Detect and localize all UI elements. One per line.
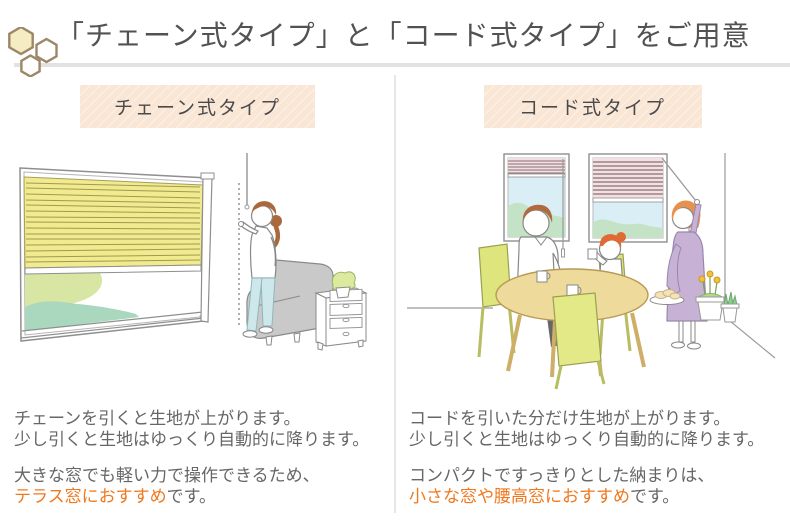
wall-corner	[724, 153, 776, 359]
column-divider	[394, 75, 396, 513]
columns: チェーン式タイプ	[0, 75, 790, 507]
page-title: 「チェーン式タイプ」と「コード式タイプ」をご用意	[56, 20, 751, 51]
chair-front	[552, 292, 606, 390]
recommend-highlight: 小さな窓や腰高窓におすすめ	[409, 487, 630, 506]
woman-pulling-chain	[238, 201, 282, 338]
drawer-chest	[314, 271, 368, 351]
column-chain-type: チェーン式タイプ	[0, 75, 395, 507]
window-shade-lowered	[588, 153, 697, 243]
desc-line: コードを引いた分だけ生地が上がります。	[409, 409, 731, 428]
desc-suffix: です。	[630, 487, 680, 506]
column-cord-type: コード式タイプ	[395, 75, 790, 507]
desc-line: 大きな窓でも軽い力で操作できるため、	[14, 466, 320, 485]
desc-line: コンパクトですっきりとした納まりは、	[409, 466, 715, 485]
desc-line: チェーンを引くと生地が上がります。	[14, 409, 301, 428]
mugs	[536, 270, 582, 298]
yellow-pleated-shade	[23, 176, 204, 275]
recommend-highlight: テラス窓におすすめ	[14, 487, 167, 506]
chain-type-illustration	[19, 153, 368, 351]
desc-suffix: です。	[166, 487, 216, 506]
cord-description-recommend: コンパクトですっきりとした納まりは、 小さな窓や腰高窓におすすめです。	[409, 465, 776, 507]
chain-description-recommend: 大きな窓でも軽い力で操作できるため、 テラス窓におすすめです。	[14, 465, 381, 507]
desc-line: 少し引くと生地はゆっくり自動的に降ります。	[14, 430, 370, 449]
chain-description-main: チェーンを引くと生地が上がります。 少し引くと生地はゆっくり自動的に降ります。	[14, 408, 381, 450]
title-underline	[14, 63, 790, 67]
chain-type-heading: チェーン式タイプ	[79, 85, 316, 128]
honeycomb-icon	[8, 27, 58, 77]
potted-plants	[695, 270, 740, 323]
desc-line: 少し引くと生地はゆっくり自動的に降ります。	[409, 430, 765, 449]
cord-type-heading: コード式タイプ	[483, 85, 702, 128]
cord-description-main: コードを引いた分だけ生地が上がります。 少し引くと生地はゆっくり自動的に降ります…	[409, 408, 776, 450]
cord-type-illustration	[407, 153, 776, 390]
side-rail	[200, 172, 215, 323]
